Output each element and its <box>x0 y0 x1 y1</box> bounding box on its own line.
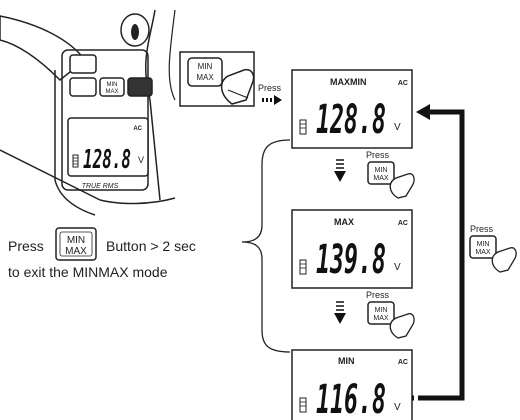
press-label-top: Press <box>258 83 282 93</box>
dashed-arrow-right <box>262 95 282 105</box>
battery-icon <box>299 119 307 135</box>
meter-jaw-edge <box>168 9 176 101</box>
rotary-knob-center <box>131 24 139 40</box>
screen-unit: V <box>394 402 401 413</box>
meter-display-value: 128.8 <box>83 145 131 175</box>
screen-ac-indicator: AC <box>398 220 408 227</box>
exit-suffix: Button > 2 sec <box>106 238 196 254</box>
meter-button-label-max: MAX <box>105 89 118 95</box>
down-arrow-2 <box>334 301 346 324</box>
button-label-max: MAX <box>373 175 389 182</box>
true-rms-label: TRUE RMS <box>82 183 119 190</box>
meter-bottom-curve <box>99 197 176 205</box>
meter-lcd <box>67 117 149 177</box>
meter-battery-icon <box>72 154 79 168</box>
grouping-brace <box>241 139 291 353</box>
meter-grip-line <box>0 149 101 201</box>
meter-display-unit: V <box>138 155 144 165</box>
meter-right-edge <box>144 9 161 201</box>
callout-button-label-max: MAX <box>196 73 214 82</box>
meter-left-edge <box>54 70 96 216</box>
screen-value: 128.8 <box>316 97 386 143</box>
press-label-2: Press <box>366 290 390 300</box>
button-label-max: MAX <box>373 315 389 322</box>
callout-button <box>187 57 223 87</box>
screen-mode-label: MAX <box>334 217 354 227</box>
clamp-meter: MIN MAX AC 128.8 V TRUE RMS <box>0 9 176 216</box>
down-arrow-1 <box>334 159 346 182</box>
exit-line-2: to exit the MINMAX mode <box>8 264 168 280</box>
screen-unit: V <box>394 262 401 273</box>
screen-ac-indicator: AC <box>398 359 408 366</box>
screen-mode-label: MAXMIN <box>330 77 367 87</box>
press-label-right: Press <box>470 224 494 234</box>
button-label-min: MIN <box>375 167 388 174</box>
screen-value: 116.8 <box>316 377 386 420</box>
meter-top-button <box>69 54 97 74</box>
lcd-screen-min: MIN AC 116.8 V <box>291 349 413 420</box>
finger-icon <box>491 247 517 273</box>
meter-ac-indicator: AC <box>133 126 142 132</box>
lcd-screen-maxmin: MAXMIN AC 128.8 V <box>291 69 413 149</box>
screen-ac-indicator: AC <box>398 80 408 87</box>
meter-button-label-min: MIN <box>107 82 118 88</box>
exit-instruction: Press MIN MAX Button > 2 sec to exit the… <box>8 227 196 280</box>
press-label-1: Press <box>366 150 390 160</box>
lcd-screen-max: MAX AC 139.8 V <box>291 209 413 289</box>
battery-icon <box>299 259 307 275</box>
minmax-press-button-2: MIN MAX <box>367 301 415 339</box>
button-label-min: MIN <box>477 241 490 248</box>
exit-button-icon <box>55 227 97 261</box>
meter-left-button <box>69 77 97 97</box>
battery-icon <box>299 397 307 413</box>
meter-minmax-button <box>99 77 125 97</box>
finger-icon <box>389 313 415 339</box>
callout-button-label-min: MIN <box>198 62 213 71</box>
exit-button-label-min: MIN <box>67 235 85 246</box>
return-loop-arrow <box>412 104 465 401</box>
minmax-button-callout: MIN MAX <box>179 51 255 107</box>
screen-mode-label: MIN <box>338 356 355 366</box>
exit-prefix: Press <box>8 238 44 254</box>
finger-icon <box>389 173 415 199</box>
meter-dark-button <box>127 77 153 97</box>
button-label-min: MIN <box>375 307 388 314</box>
minmax-press-button-1: MIN MAX <box>367 161 415 199</box>
screen-value: 139.8 <box>316 237 386 283</box>
screen-unit: V <box>394 122 401 133</box>
exit-button-label-max: MAX <box>65 246 87 257</box>
finger-icon <box>220 68 255 105</box>
button-label-max: MAX <box>475 249 491 256</box>
rotary-knob <box>120 13 150 47</box>
minmax-press-button-right: MIN MAX <box>469 235 517 273</box>
